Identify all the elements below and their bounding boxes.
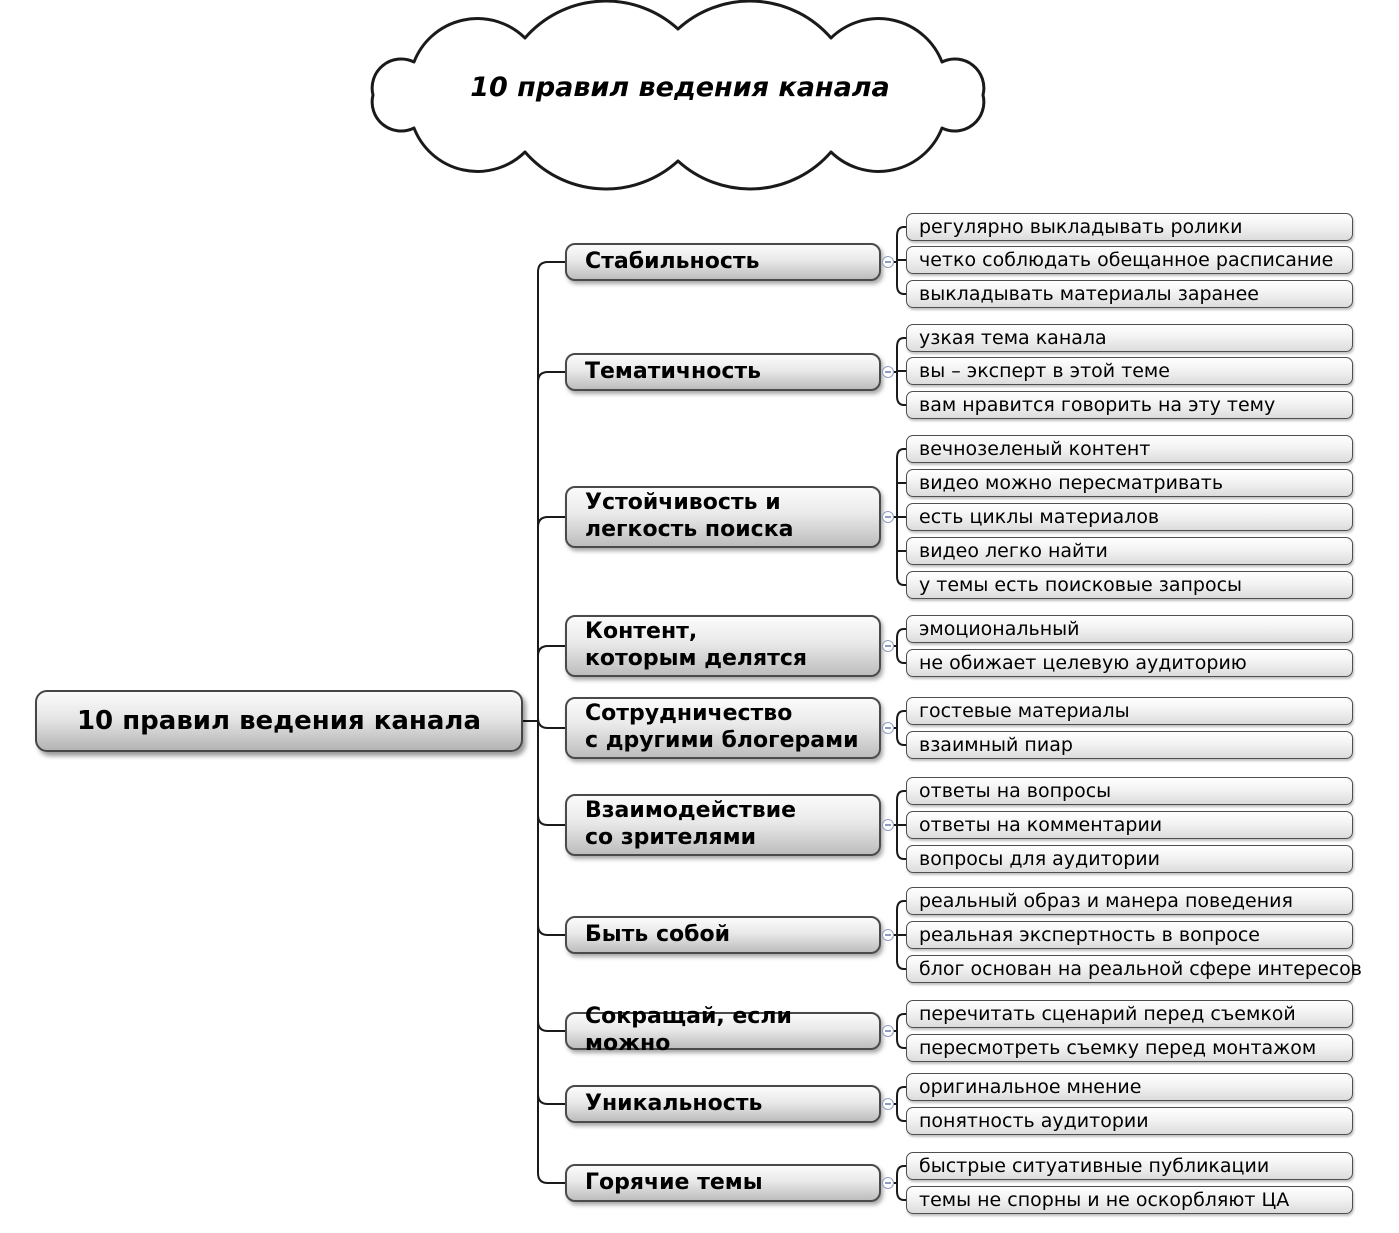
leaf-node-10-1[interactable]: быстрые ситуативные публикации <box>906 1152 1353 1180</box>
leaf-node-7-3[interactable]: блог основан на реальной сфере интересов <box>906 955 1362 983</box>
leaf-node-5-1[interactable]: гостевые материалы <box>906 697 1353 725</box>
branch-node-5[interactable]: Сотрудничество с другими блогерами <box>565 697 881 759</box>
connector-branch-1 <box>537 261 566 722</box>
leaf-node-3-2[interactable]: видео можно пересматривать <box>906 469 1353 497</box>
collapse-toggle-2[interactable] <box>882 366 894 378</box>
collapse-toggle-9[interactable] <box>882 1098 894 1110</box>
collapse-toggle-8[interactable] <box>882 1025 894 1037</box>
connector-leaves-4 <box>893 628 910 664</box>
connector-leaves-1 <box>893 226 910 295</box>
leaf-node-1-3[interactable]: выкладывать материалы заранее <box>906 280 1353 308</box>
connector-branch-6 <box>537 814 566 826</box>
leaf-node-6-1[interactable]: ответы на вопросы <box>906 777 1353 805</box>
cloud-shape-icon <box>370 0 986 191</box>
branch-node-10[interactable]: Горячие темы <box>565 1164 881 1202</box>
leaf-node-4-2[interactable]: не обижает целевую аудиторию <box>906 649 1353 677</box>
leaf-node-9-2[interactable]: понятность аудитории <box>906 1107 1353 1135</box>
leaf-node-2-2[interactable]: вы – эксперт в этой теме <box>906 357 1353 385</box>
leaf-node-6-2[interactable]: ответы на комментарии <box>906 811 1353 839</box>
connector-branch-9 <box>537 1093 566 1105</box>
leaf-node-2-3[interactable]: вам нравится говорить на эту тему <box>906 391 1353 419</box>
branch-node-7[interactable]: Быть собой <box>565 916 881 954</box>
connector-branch-4 <box>537 645 566 657</box>
leaf-node-10-2[interactable]: темы не спорны и не оскорбляют ЦА <box>906 1186 1353 1214</box>
connector-branch-5 <box>537 717 566 729</box>
leaf-node-3-3[interactable]: есть циклы материалов <box>906 503 1353 531</box>
branch-node-1[interactable]: Стабильность <box>565 243 881 281</box>
leaf-node-1-2[interactable]: четко соблюдать обещанное расписание <box>906 246 1353 274</box>
connector-leaves-2 <box>893 337 910 406</box>
cloud-topic[interactable]: 10 правил ведения канала <box>470 72 890 103</box>
connector-branch-8 <box>537 1020 566 1032</box>
leaf-node-7-1[interactable]: реальный образ и манера поведения <box>906 887 1353 915</box>
connector-branch-2 <box>537 371 566 383</box>
leaf-node-8-2[interactable]: пересмотреть съемку перед монтажом <box>906 1034 1353 1062</box>
connector-leaves-7 <box>893 900 910 970</box>
leaf-node-3-5[interactable]: у темы есть поисковые запросы <box>906 571 1353 599</box>
connector-leaves-9 <box>893 1086 910 1122</box>
leaf-node-3-4[interactable]: видео легко найти <box>906 537 1353 565</box>
collapse-toggle-5[interactable] <box>882 722 894 734</box>
root-node[interactable]: 10 правил ведения канала <box>35 690 523 752</box>
connector-leaves-5 <box>893 710 910 746</box>
connector-leaves-8 <box>893 1013 910 1049</box>
leaf-node-1-1[interactable]: регулярно выкладывать ролики <box>906 213 1353 241</box>
connector-leaves-10 <box>893 1165 910 1201</box>
connector-branch-3 <box>537 516 566 528</box>
branch-node-2[interactable]: Тематичность <box>565 353 881 391</box>
connector-branch-10 <box>537 720 566 1184</box>
collapse-toggle-10[interactable] <box>882 1177 894 1189</box>
branch-node-3[interactable]: Устойчивость и легкость поиска <box>565 486 881 548</box>
collapse-toggle-4[interactable] <box>882 640 894 652</box>
leaf-node-6-3[interactable]: вопросы для аудитории <box>906 845 1353 873</box>
branch-node-8[interactable]: Сокращай, если можно <box>565 1004 881 1056</box>
leaf-node-2-1[interactable]: узкая тема канала <box>906 324 1353 352</box>
branch-node-9[interactable]: Уникальность <box>565 1085 881 1123</box>
collapse-toggle-6[interactable] <box>882 819 894 831</box>
collapse-toggle-1[interactable] <box>882 256 894 268</box>
leaf-node-7-2[interactable]: реальная экспертность в вопросе <box>906 921 1353 949</box>
branch-node-6[interactable]: Взаимодействие со зрителями <box>565 794 881 856</box>
leaf-node-3-1[interactable]: вечнозеленый контент <box>906 435 1353 463</box>
leaf-node-9-1[interactable]: оригинальное мнение <box>906 1073 1353 1101</box>
collapse-toggle-3[interactable] <box>882 511 894 523</box>
leaf-node-5-2[interactable]: взаимный пиар <box>906 731 1353 759</box>
connector-leaves-6 <box>893 790 910 860</box>
collapse-toggle-7[interactable] <box>882 929 894 941</box>
leaf-node-4-1[interactable]: эмоциональный <box>906 615 1353 643</box>
branch-node-4[interactable]: Контент, которым делятся <box>565 615 881 677</box>
connector-leaves-3 <box>893 448 910 586</box>
connector-branch-7 <box>537 924 566 936</box>
leaf-node-8-1[interactable]: перечитать сценарий перед съемкой <box>906 1000 1353 1028</box>
